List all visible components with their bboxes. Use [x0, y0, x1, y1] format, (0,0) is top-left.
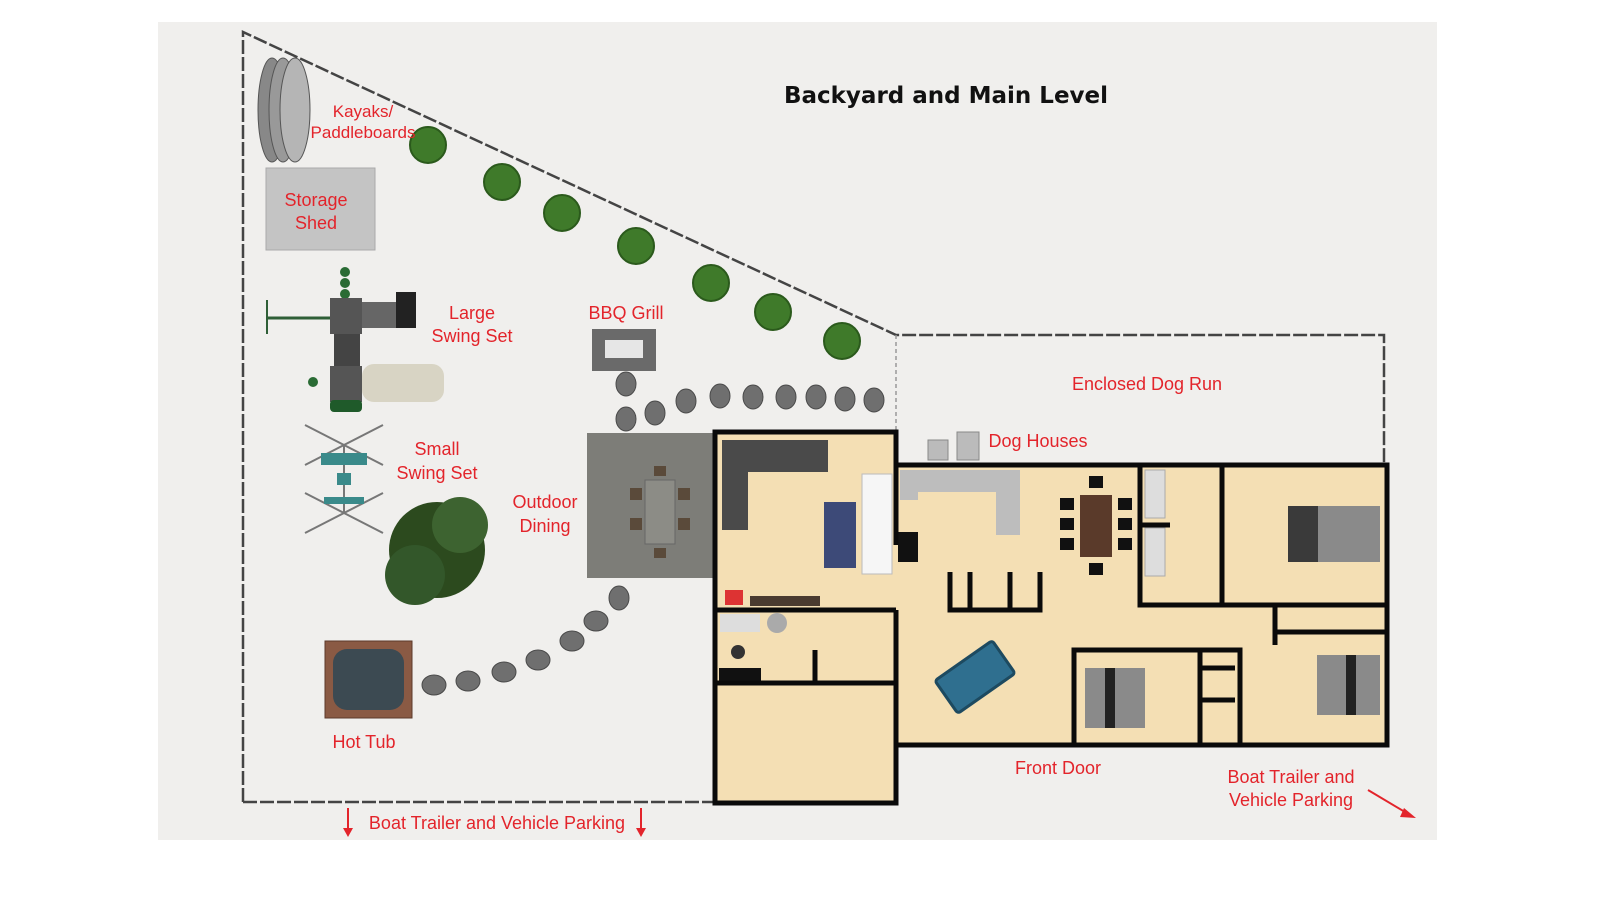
refrigerator-icon	[898, 532, 918, 562]
sectional-sofa-icon	[722, 440, 828, 530]
shrubs	[409, 126, 861, 360]
large-swing-set-icon	[266, 267, 444, 412]
stepping-stones	[421, 371, 885, 696]
house-floor-plan	[712, 429, 1390, 806]
shrub-icon	[543, 194, 581, 232]
storage-shed-label: Shed	[295, 213, 337, 233]
arrow-down-right-icon	[1367, 789, 1416, 818]
arrow-down-icon	[343, 808, 353, 837]
kayaks-icon	[257, 57, 311, 163]
hot-tub-icon	[324, 640, 413, 719]
shrub-icon	[823, 322, 861, 360]
arrow-down-icon	[636, 808, 646, 837]
dog-houses-label: Dog Houses	[988, 431, 1087, 451]
chair-icon	[725, 590, 743, 605]
small-swing-set-label: Swing Set	[396, 463, 477, 483]
kitchen-counter-icon	[900, 470, 1020, 535]
bbq-grill-icon	[592, 329, 656, 371]
storage-shed-icon	[265, 167, 376, 251]
front-door-label: Front Door	[1015, 758, 1101, 778]
small-swing-set-icon	[304, 424, 384, 534]
outdoor-dining-patio	[587, 433, 713, 578]
kayaks-label: Kayaks/	[333, 102, 394, 121]
page-title: Backyard and Main Level	[784, 83, 1108, 109]
shrub-icon	[409, 126, 447, 164]
tree-icon	[385, 497, 488, 605]
parking-right-label: Vehicle Parking	[1229, 790, 1353, 810]
dining-table-icon	[1080, 495, 1112, 557]
hot-tub-label: Hot Tub	[332, 732, 395, 752]
parking-bottom-label: Boat Trailer and Vehicle Parking	[369, 813, 625, 833]
shrub-icon	[483, 163, 521, 201]
bbq-grill-label: BBQ Grill	[588, 303, 663, 323]
shrub-icon	[692, 264, 730, 302]
pool-table-icon	[934, 640, 1016, 714]
outdoor-dining-label: Outdoor	[512, 492, 577, 512]
large-swing-set-label: Swing Set	[431, 326, 512, 346]
stairs-icon	[861, 473, 893, 575]
parking-right-label: Boat Trailer and	[1227, 767, 1354, 787]
dog-houses-icon	[927, 431, 980, 461]
large-swing-set-label: Large	[449, 303, 495, 323]
outdoor-dining-label: Dining	[519, 516, 570, 536]
storage-shed-label: Storage	[284, 190, 347, 210]
shrub-icon	[617, 227, 655, 265]
small-swing-set-label: Small	[414, 439, 459, 459]
shrub-icon	[754, 293, 792, 331]
sofa-icon	[824, 502, 856, 568]
kayaks-label: Paddleboards	[311, 123, 416, 142]
dog-run-label: Enclosed Dog Run	[1072, 374, 1222, 394]
